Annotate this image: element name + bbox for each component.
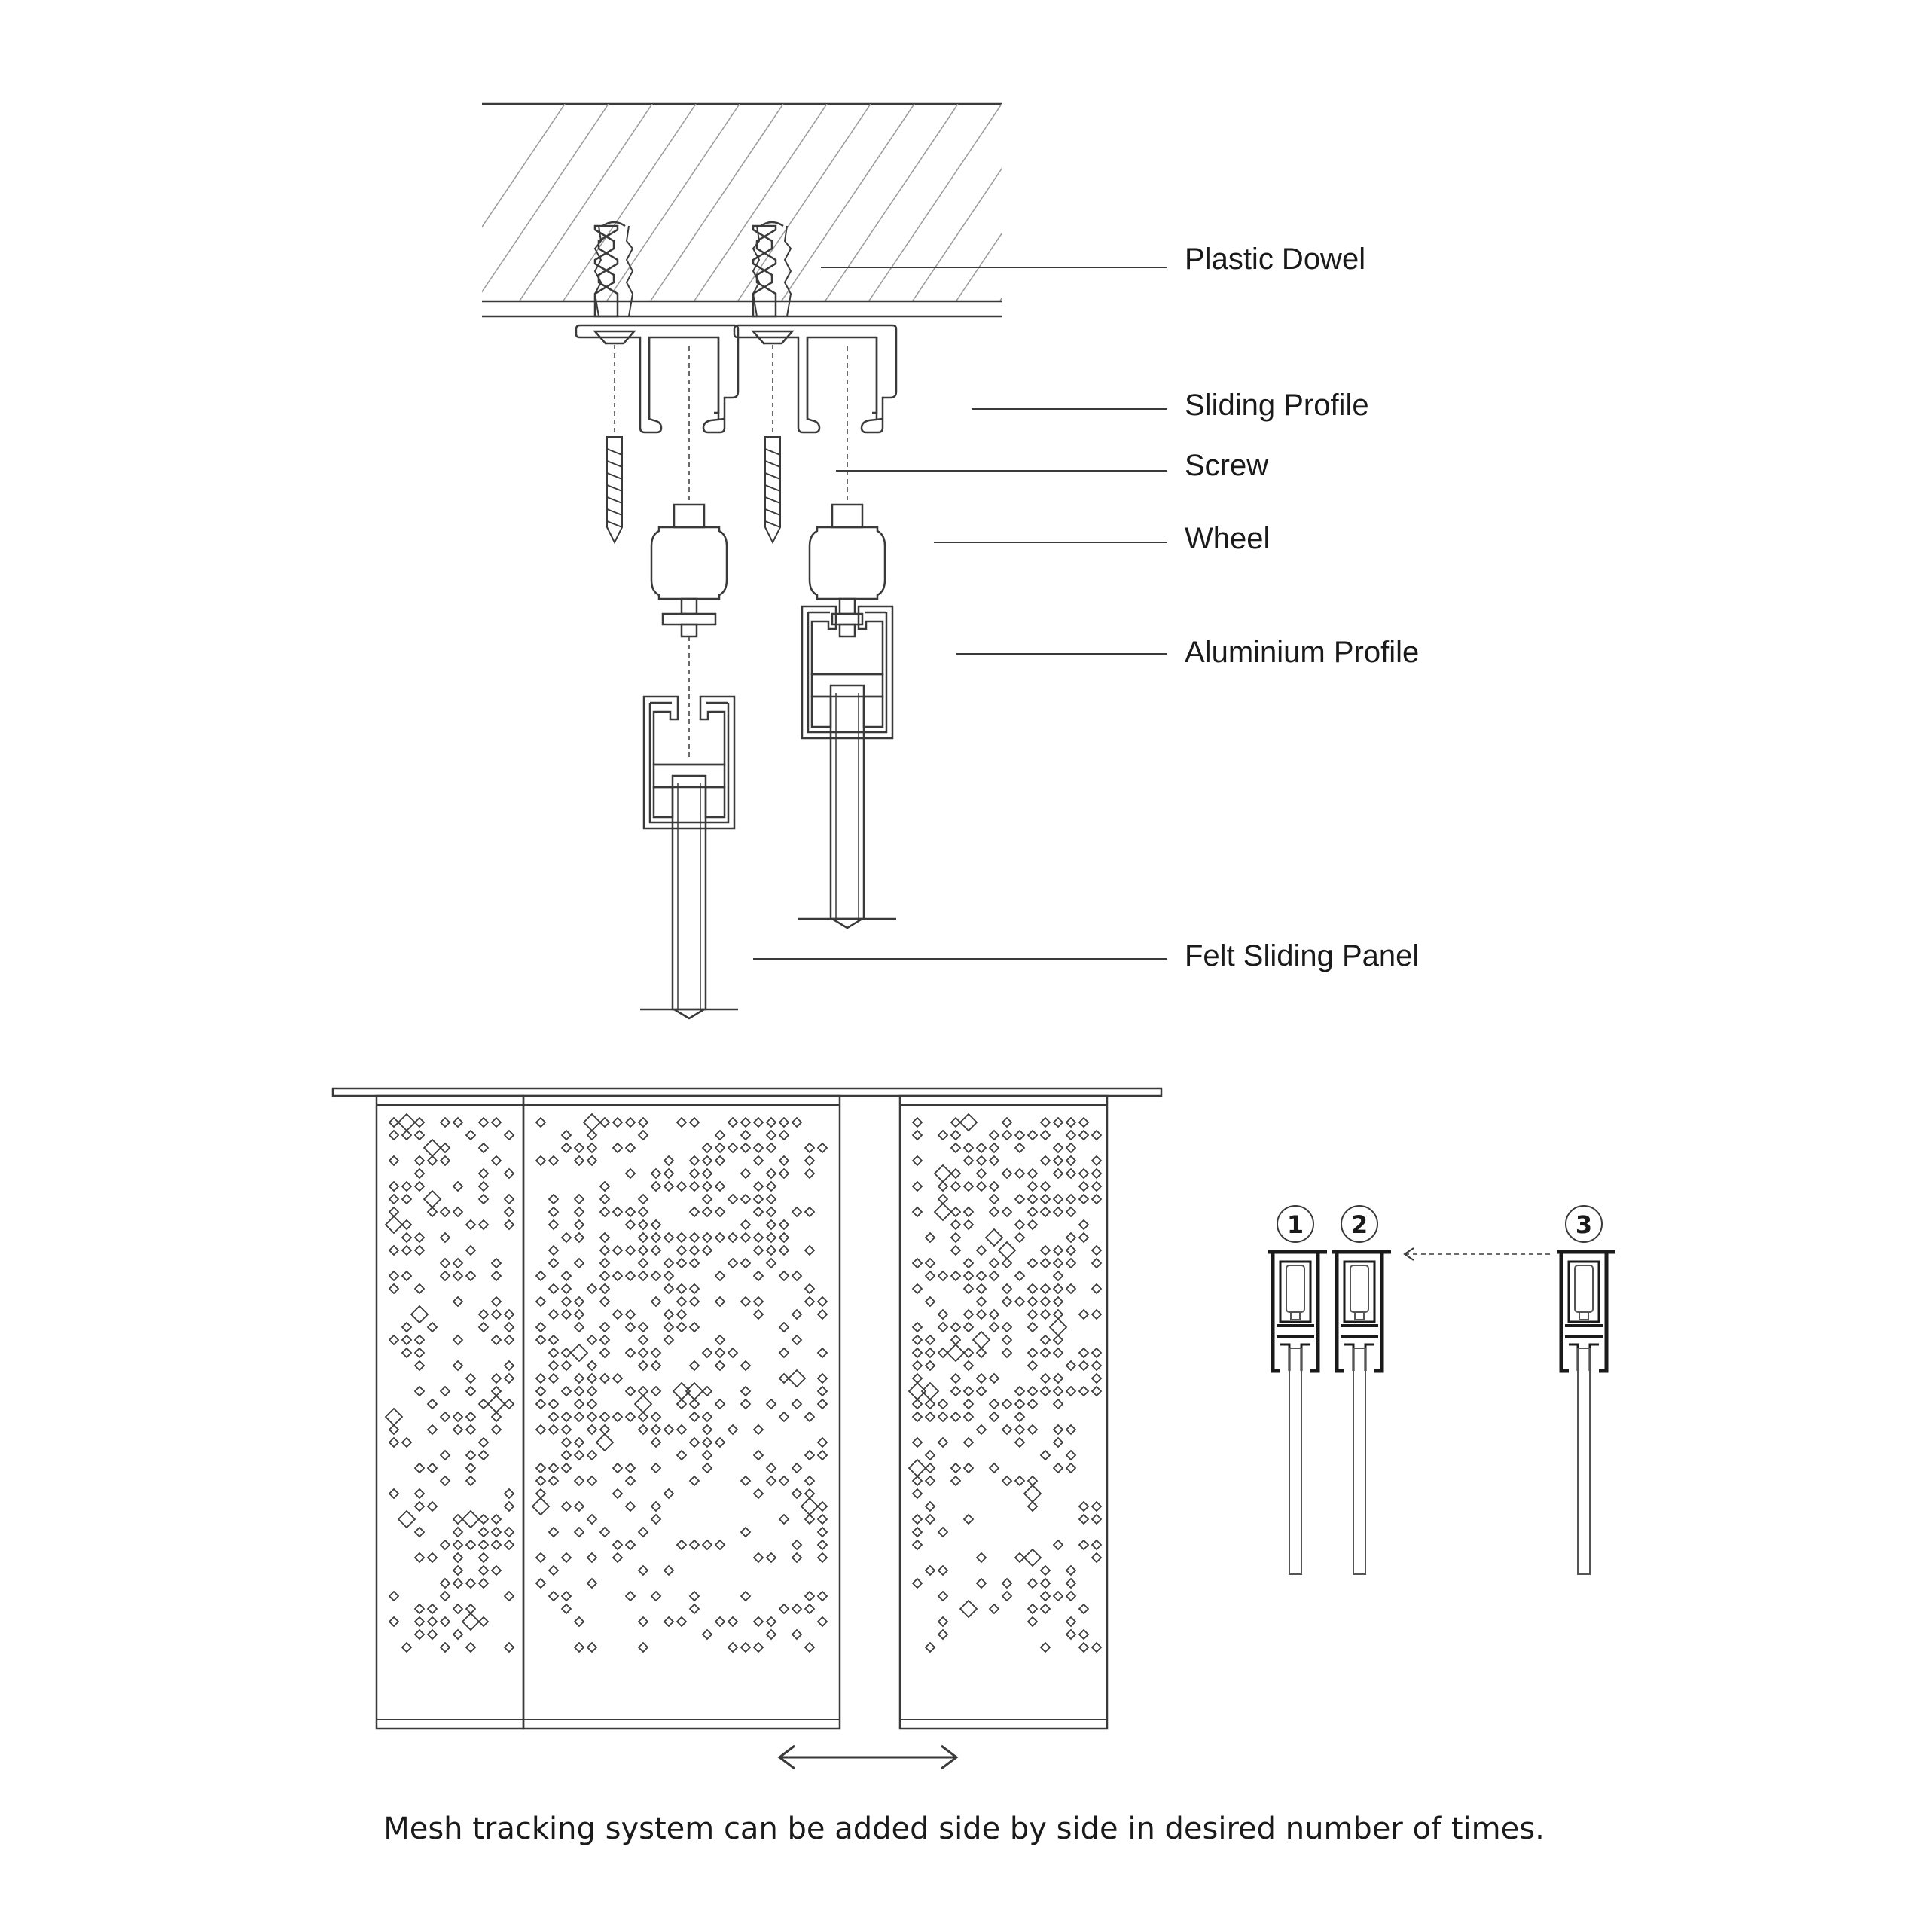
caption: Mesh tracking system can be added side b…	[383, 1811, 1545, 1846]
ceiling-track-bar	[331, 1087, 1163, 1097]
track-section-2	[1332, 1250, 1391, 1575]
label-wheel: Wheel	[1185, 522, 1271, 555]
screw-head-right	[751, 330, 795, 345]
ceiling	[482, 102, 1002, 318]
track-sections: 1 2 3	[1268, 1205, 1615, 1575]
leader-lines	[753, 267, 1167, 960]
label-screw: Screw	[1185, 449, 1269, 482]
screw-right	[764, 436, 781, 545]
wheel-right	[808, 503, 886, 626]
aluminium-profile-left	[642, 695, 736, 830]
aluminium-profile-right	[801, 605, 894, 740]
mesh-panel-3	[898, 1094, 1109, 1730]
label-aluminium-profile: Aluminium Profile	[1185, 636, 1420, 669]
label-felt-sliding-panel: Felt Sliding Panel	[1185, 939, 1420, 972]
felt-panel-left	[640, 774, 738, 1020]
track-section-1	[1268, 1250, 1327, 1575]
track-number-1-badge: 1	[1277, 1205, 1314, 1243]
screw-head-left	[593, 330, 636, 345]
label-plastic-dowel: Plastic Dowel	[1185, 243, 1366, 276]
wheel-left	[650, 503, 728, 638]
slide-direction-arrow	[777, 1744, 959, 1770]
track-number-3: 3	[1576, 1210, 1592, 1239]
add-track-arrow	[1403, 1247, 1551, 1261]
track-assembly-left	[575, 221, 740, 1020]
track-section-3	[1557, 1250, 1615, 1575]
track-assembly-right	[733, 221, 898, 929]
front-elevation	[331, 1087, 1163, 1770]
sliding-profile-left	[575, 324, 740, 434]
sliding-profile-right	[733, 324, 898, 434]
screw-left	[606, 436, 623, 545]
mesh-panel-2	[522, 1094, 841, 1730]
plastic-dowel-left	[593, 221, 634, 318]
track-number-2: 2	[1351, 1210, 1368, 1239]
felt-panel-right	[798, 684, 896, 929]
track-number-1: 1	[1287, 1210, 1304, 1239]
plastic-dowel-right	[752, 221, 792, 318]
label-sliding-profile: Sliding Profile	[1185, 389, 1369, 422]
track-number-3-badge: 3	[1565, 1205, 1603, 1243]
track-number-2-badge: 2	[1341, 1205, 1378, 1243]
